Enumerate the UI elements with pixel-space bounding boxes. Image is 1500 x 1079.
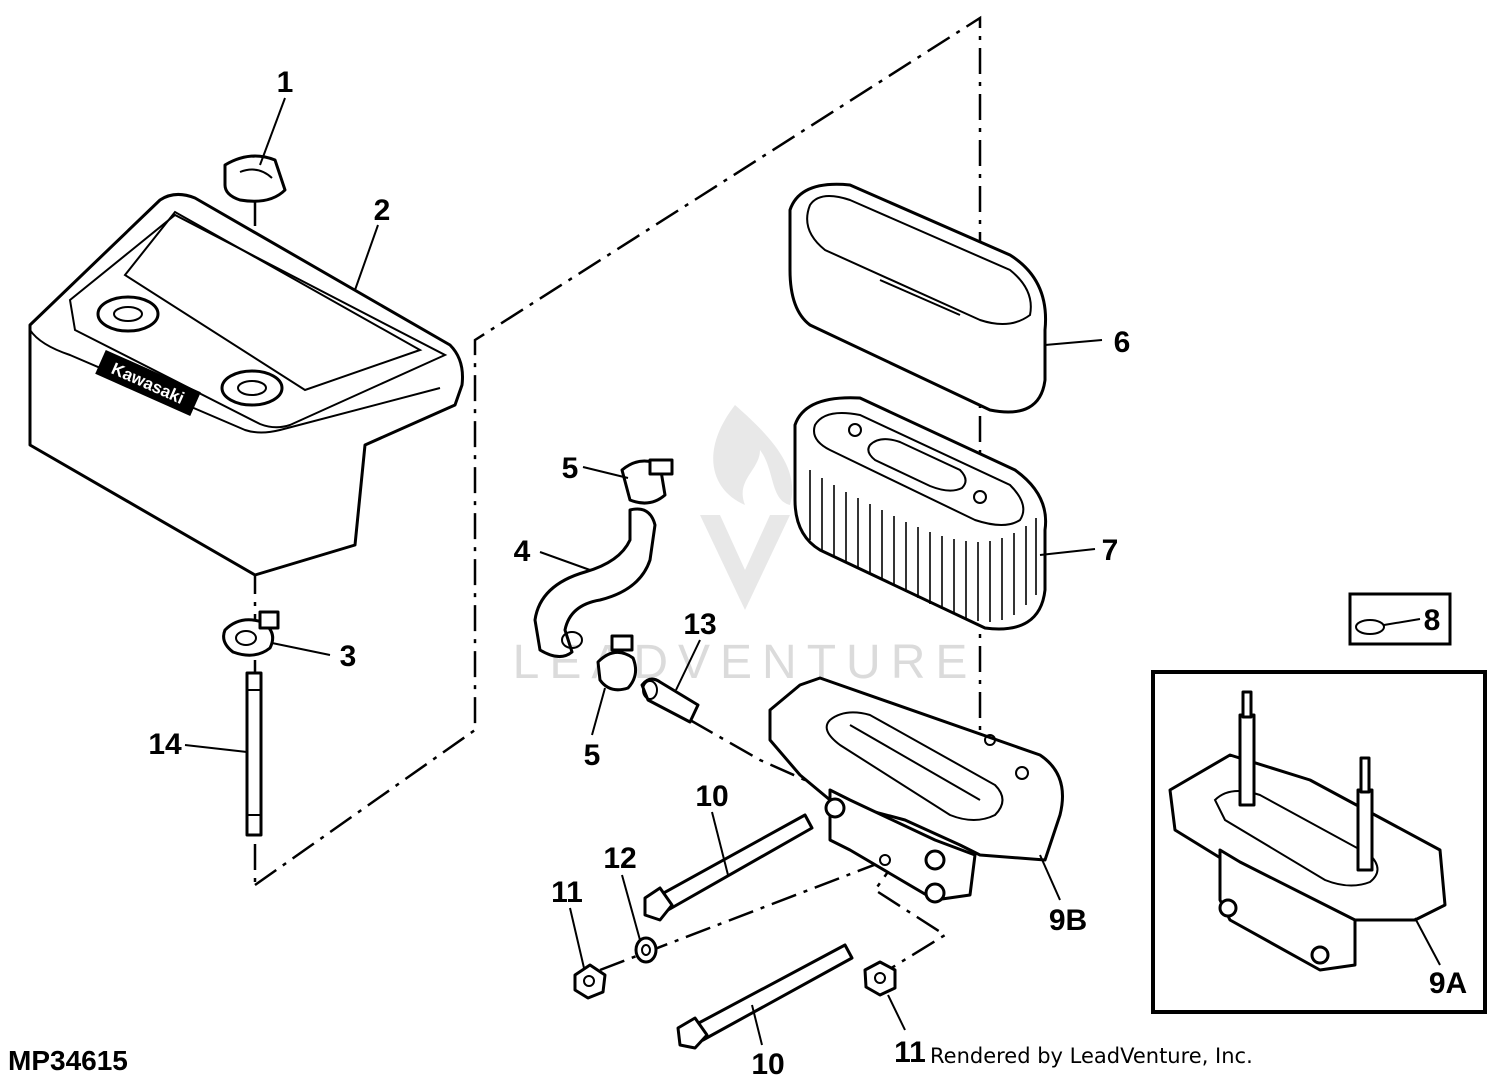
callout-2: 2 [374, 194, 391, 227]
nut-11-right [863, 960, 897, 997]
callout-1: 1 [277, 66, 294, 99]
pre-cleaner [788, 182, 1048, 414]
callout-11-right: 11 [894, 1036, 926, 1069]
clamp-3 [222, 610, 280, 657]
callout-5-upper: 5 [562, 452, 579, 485]
watermark-text: LEADVENTURE [513, 636, 978, 689]
leader-lines [184, 97, 1103, 1046]
bolt-10-upper [643, 813, 814, 922]
washer-12 [634, 936, 658, 964]
render-credit: Rendered by LeadVenture, Inc. [930, 1044, 1253, 1068]
cover-cap [223, 154, 287, 203]
callout-11-left: 11 [551, 876, 583, 909]
callout-6: 6 [1114, 326, 1131, 359]
callout-5-lower: 5 [584, 739, 601, 772]
callouts: 1 2 3 4 5 5 6 7 8 9A 9B 10 10 11 11 12 1… [148, 66, 1467, 1079]
hose-clamp-lower [596, 634, 638, 692]
callout-13: 13 [683, 608, 716, 641]
callout-9b: 9B [1049, 904, 1087, 937]
part-8-box [1348, 592, 1452, 646]
base-9b [768, 676, 1064, 904]
callout-12: 12 [603, 842, 636, 875]
fitting-13 [640, 677, 700, 724]
nut-11-left [573, 963, 607, 1000]
callout-10-lower: 10 [751, 1048, 784, 1079]
callout-7: 7 [1102, 534, 1119, 567]
stud-14 [245, 671, 263, 837]
callout-9a: 9A [1429, 967, 1467, 1000]
callout-14: 14 [148, 728, 182, 761]
callout-8: 8 [1424, 604, 1441, 637]
watermark: LEADVENTURE [513, 405, 978, 689]
bolt-10-lower [676, 943, 854, 1050]
engine-cover: Kawasaki [28, 193, 464, 577]
callout-4: 4 [514, 535, 531, 568]
callout-10-upper: 10 [695, 780, 728, 813]
inset-9a [1151, 670, 1487, 1014]
callout-3: 3 [340, 640, 357, 673]
diagram-code: MP34615 [8, 1045, 128, 1076]
breather-hose [533, 507, 657, 658]
hose-clamp-upper [620, 458, 674, 505]
air-filter [793, 396, 1048, 631]
